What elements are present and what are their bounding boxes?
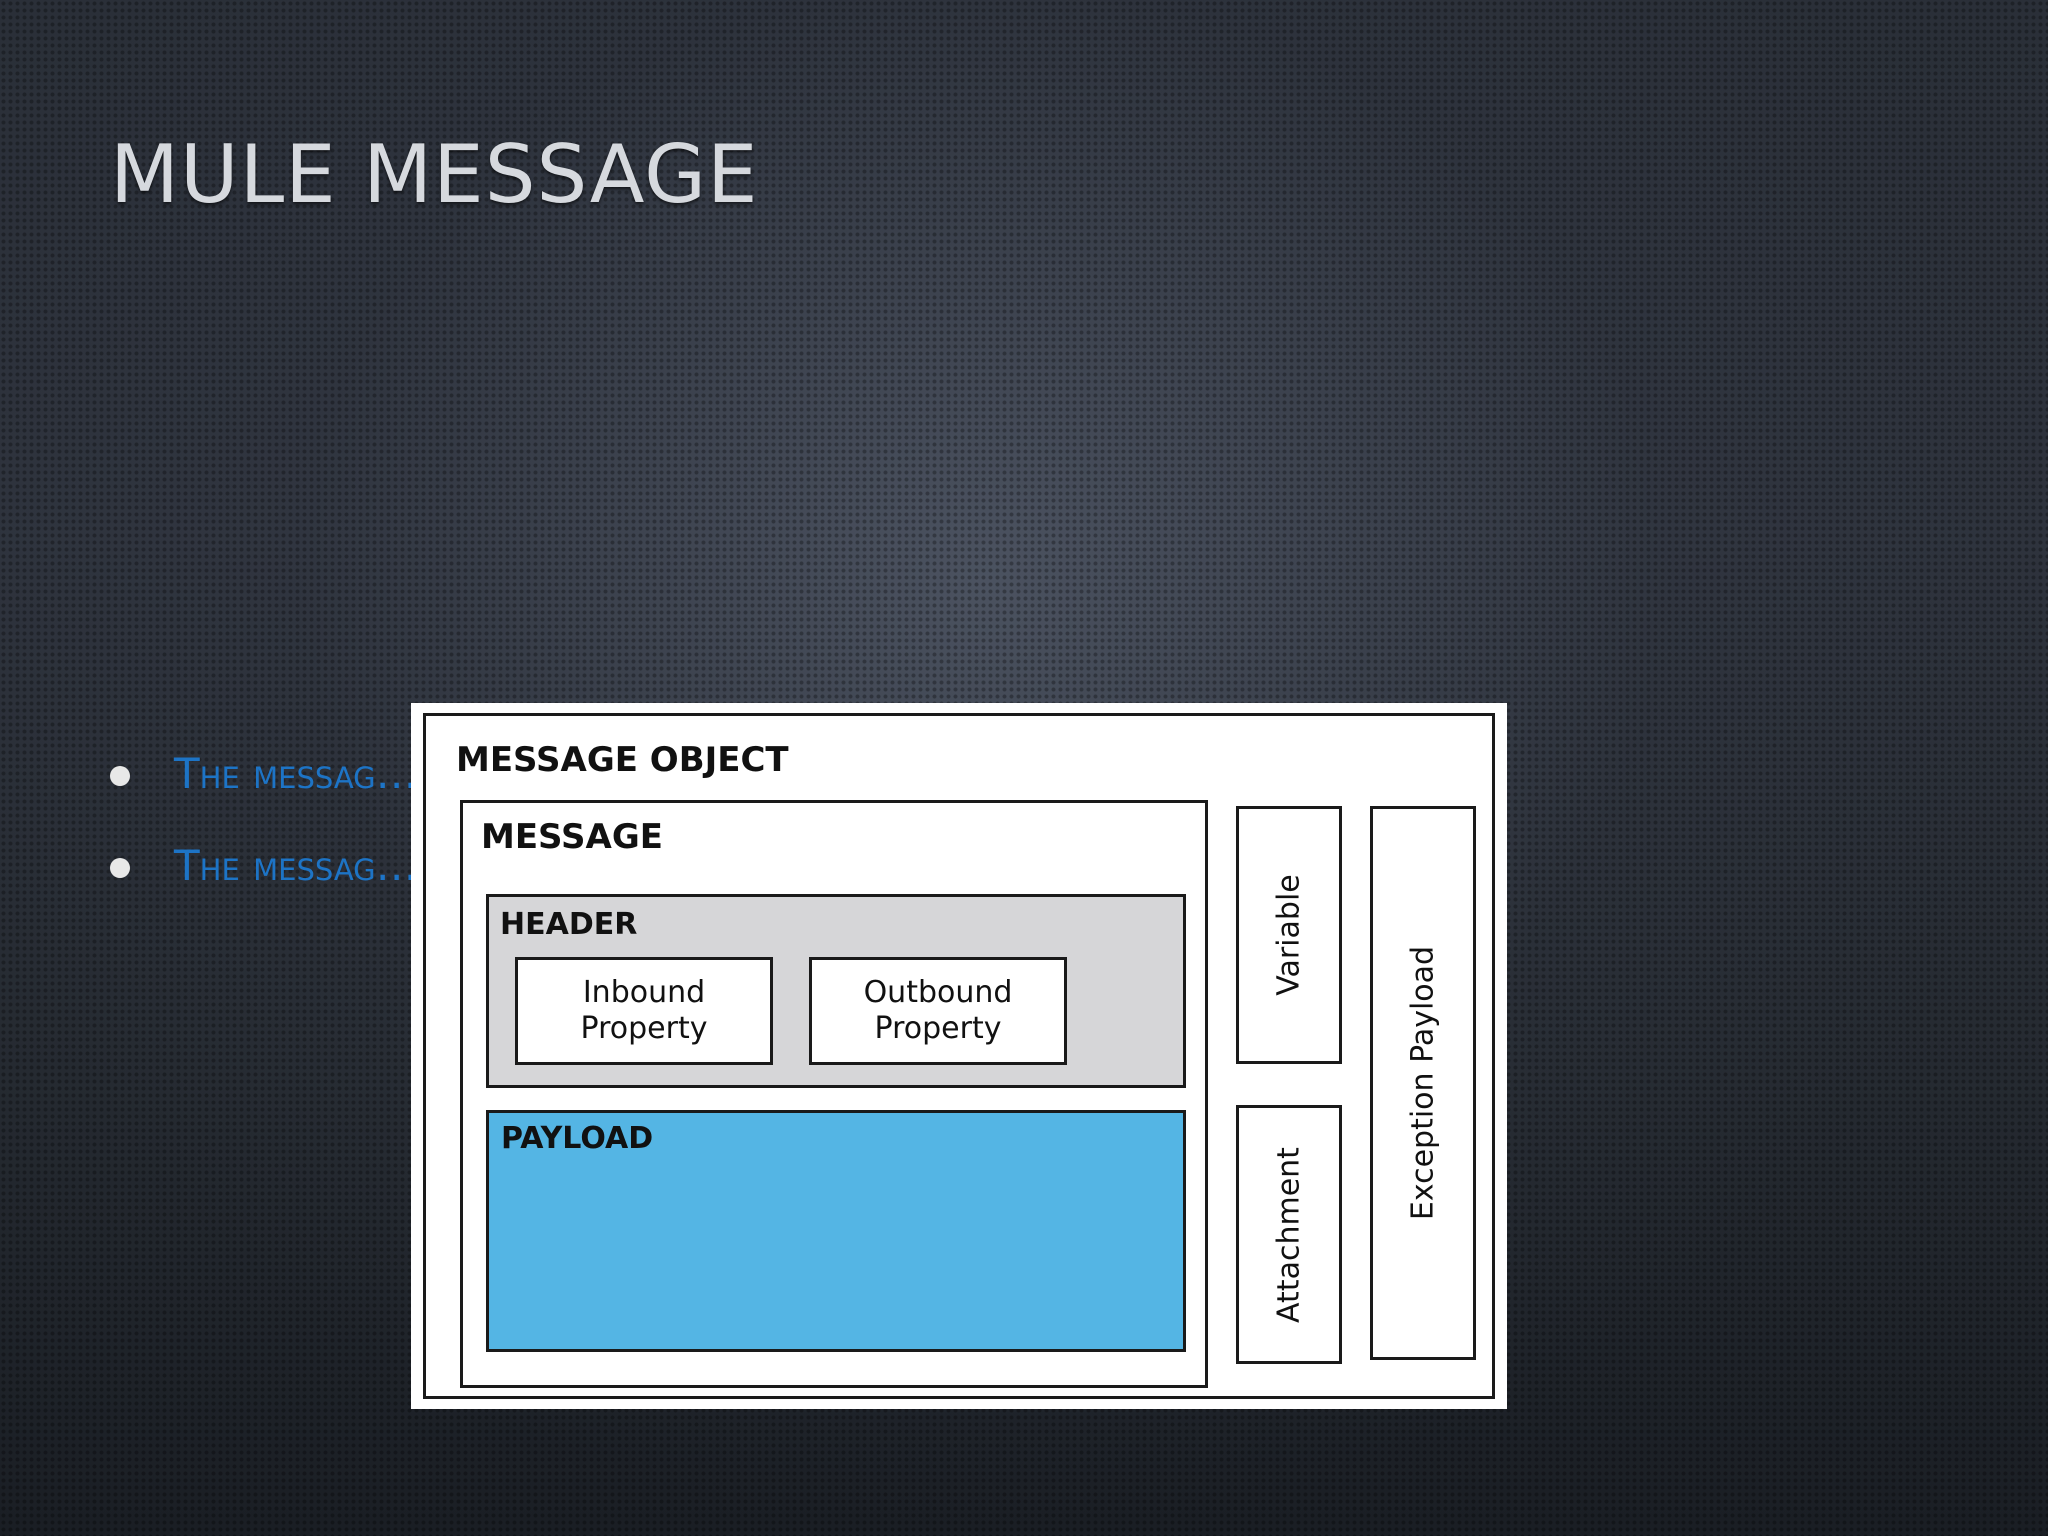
message-box: MESSAGE HEADER Inbound Property Outbound… bbox=[460, 800, 1208, 1388]
payload-box: PAYLOAD bbox=[486, 1110, 1186, 1352]
message-object-diagram: MESSAGE OBJECT MESSAGE HEADER Inbound Pr… bbox=[411, 703, 1507, 1409]
inbound-label-line2: Property bbox=[580, 1011, 708, 1046]
message-object-frame: MESSAGE OBJECT MESSAGE HEADER Inbound Pr… bbox=[423, 713, 1495, 1399]
message-object-title: MESSAGE OBJECT bbox=[456, 740, 789, 780]
exception-payload-box: Exception Payload bbox=[1370, 806, 1476, 1360]
attachment-label: Attachment bbox=[1271, 1146, 1307, 1323]
message-title: MESSAGE bbox=[481, 817, 663, 857]
payload-title: PAYLOAD bbox=[501, 1121, 654, 1156]
variable-label: Variable bbox=[1271, 874, 1307, 996]
inbound-property-box: Inbound Property bbox=[515, 957, 773, 1065]
header-title: HEADER bbox=[500, 907, 638, 942]
inbound-label-line1: Inbound bbox=[582, 975, 706, 1010]
attachment-box: Attachment bbox=[1236, 1105, 1342, 1364]
exception-payload-label: Exception Payload bbox=[1405, 945, 1441, 1221]
header-box: HEADER Inbound Property Outbound Propert… bbox=[486, 894, 1186, 1088]
outbound-label-line1: Outbound bbox=[863, 975, 1013, 1010]
bullet-dot-icon bbox=[110, 766, 130, 786]
variable-box: Variable bbox=[1236, 806, 1342, 1064]
outbound-property-box: Outbound Property bbox=[809, 957, 1067, 1065]
bullet-dot-icon bbox=[110, 858, 130, 878]
slide-title: MULE MESSAGE bbox=[110, 128, 759, 221]
outbound-label-line2: Property bbox=[874, 1011, 1002, 1046]
